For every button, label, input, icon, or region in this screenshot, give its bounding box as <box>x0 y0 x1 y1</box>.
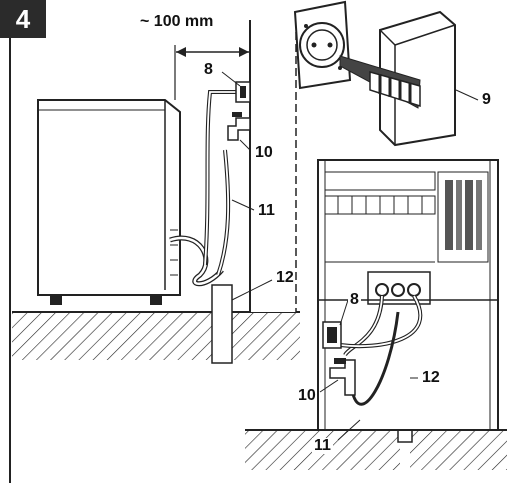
drain-pipe-left <box>211 284 233 364</box>
floor-left <box>12 312 300 362</box>
left-scene <box>12 20 300 364</box>
callout-8-right: 8 <box>348 291 361 308</box>
tap-right <box>329 359 356 396</box>
distance-label: ~ 100 mm <box>140 13 214 30</box>
wall-left <box>250 20 296 312</box>
callout-12-left: 12 <box>276 269 294 286</box>
switch-box <box>379 10 456 147</box>
callout-11-right: 11 <box>312 437 333 454</box>
callout-11-left: 11 <box>258 202 275 219</box>
callout-9: 9 <box>482 91 491 108</box>
callout-8-left: 8 <box>204 61 213 78</box>
machine-left <box>37 99 181 296</box>
callout-10-left: 10 <box>255 144 273 161</box>
step-number-badge: 4 <box>0 0 46 38</box>
callout-10-right: 10 <box>298 387 316 404</box>
right-scene <box>245 159 507 470</box>
tap-left <box>227 117 251 141</box>
socket-switch-scene <box>293 0 479 147</box>
callout-12-right: 12 <box>422 369 440 386</box>
